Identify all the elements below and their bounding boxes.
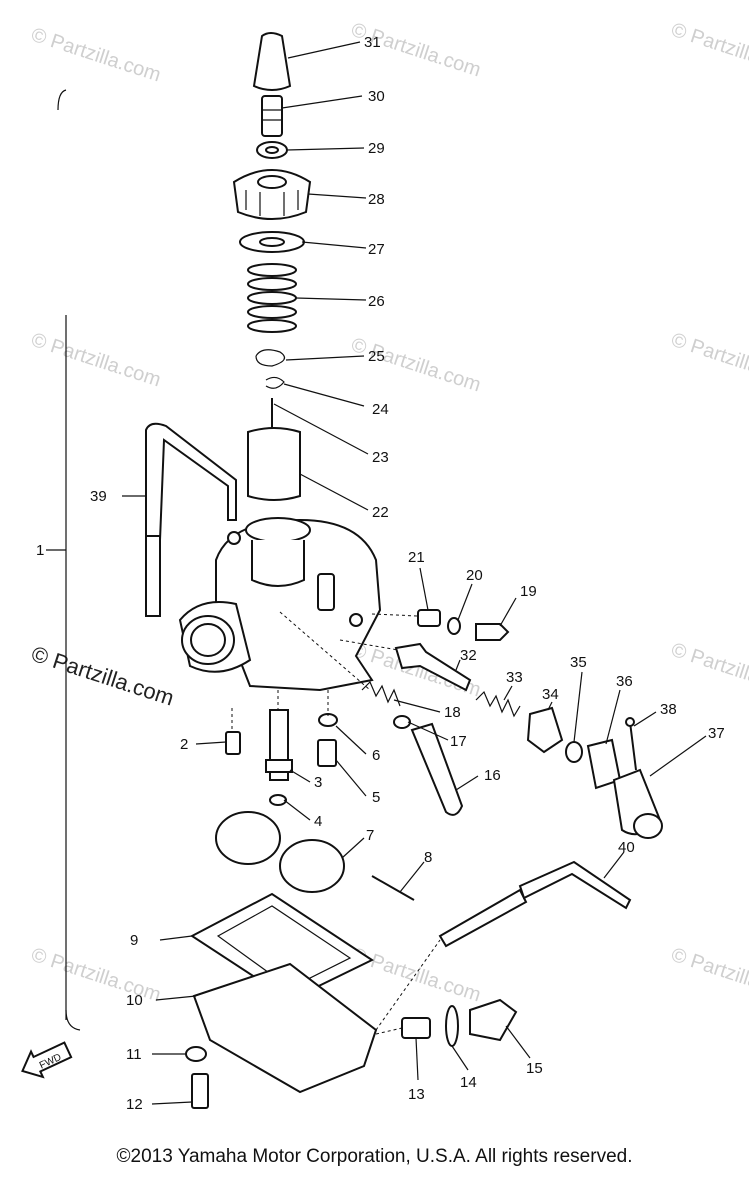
part-40-hose [438, 860, 632, 948]
watermark: © Partzilla.com [348, 334, 483, 397]
callout-26: 26 [368, 293, 385, 310]
callout-16: 16 [484, 767, 501, 784]
callout-31: 31 [364, 34, 381, 51]
assembly-bracket: 1 [36, 89, 81, 1031]
watermark: © Partzilla.com [348, 944, 483, 1007]
callout-37: 37 [708, 725, 725, 742]
part-28-top-cap [232, 169, 312, 220]
callout-labels: 31 30 29 28 27 26 25 24 23 22 39 21 20 1… [90, 34, 725, 1113]
callout-5: 5 [372, 789, 380, 806]
part-32-throttle-screw [394, 642, 472, 692]
callout-9: 9 [130, 932, 138, 949]
part-17-o-ring [393, 715, 411, 729]
callout-20: 20 [466, 567, 483, 584]
callout-18: 18 [444, 704, 461, 721]
part-14-washer [445, 1005, 459, 1047]
callout-25: 25 [368, 348, 385, 365]
callout-3: 3 [314, 774, 322, 791]
callout-17: 17 [450, 733, 467, 750]
watermark: © Partzilla.com [668, 19, 749, 82]
callout-33: 33 [506, 669, 523, 686]
part-35-ring [565, 741, 583, 763]
watermark: © Partzilla.com [668, 639, 749, 702]
assembly-label: 1 [36, 542, 44, 559]
part-29-nut [256, 141, 288, 159]
callout-11: 11 [126, 1046, 142, 1063]
callout-30: 30 [368, 88, 385, 105]
part-18-spring [361, 680, 401, 707]
callout-35: 35 [570, 654, 587, 671]
watermark: © Partzilla.com [28, 944, 163, 1007]
callout-23: 23 [372, 449, 389, 466]
watermark: © Partzilla.com [28, 329, 163, 392]
callout-36: 36 [616, 673, 633, 690]
part-24-clip [265, 376, 285, 389]
watermark: © Partzilla.com [28, 24, 163, 87]
connector-lines [231, 611, 441, 1035]
part-10-float-bowl [192, 962, 378, 1094]
part-25-clip [255, 349, 286, 367]
callout-13: 13 [408, 1086, 425, 1103]
callout-38: 38 [660, 701, 677, 718]
part-16-screw [410, 722, 464, 816]
part-37-cap [612, 768, 663, 839]
part-8-pin [371, 875, 415, 901]
callout-10: 10 [126, 992, 143, 1009]
callout-7: 7 [366, 827, 374, 844]
watermark: © Partzilla.com [668, 944, 749, 1007]
callout-27: 27 [368, 241, 385, 258]
part-2-plug [225, 731, 241, 755]
part-34-plunger [526, 706, 564, 754]
fwd-arrow: FWD [21, 1041, 73, 1079]
part-38-pin [625, 717, 637, 771]
carburetor-body [178, 517, 382, 692]
callout-28: 28 [368, 191, 385, 208]
primary-watermark: © Partzilla.com [28, 641, 177, 711]
callout-24: 24 [372, 401, 389, 418]
callout-6: 6 [372, 747, 380, 764]
part-12-bolt [191, 1073, 209, 1109]
part-20-o-ring [447, 617, 461, 635]
callout-12: 12 [126, 1096, 143, 1113]
callout-14: 14 [460, 1074, 477, 1091]
callout-21: 21 [408, 549, 425, 566]
callout-32: 32 [460, 647, 477, 664]
part-11-nut [185, 1046, 207, 1062]
part-13-bolt [401, 1017, 431, 1039]
part-39-hose [145, 422, 237, 617]
part-26-spring [247, 263, 297, 333]
part-3-jet-holder [265, 709, 293, 781]
watermark: © Partzilla.com [668, 329, 749, 392]
part-4-ring [269, 794, 287, 806]
part-33-spring [475, 690, 521, 718]
leader-lines [122, 41, 707, 1105]
part-19-screw [475, 623, 510, 641]
part-22-throttle-valve [247, 427, 301, 501]
callout-34: 34 [542, 686, 559, 703]
part-15-valve [469, 998, 518, 1042]
part-5-jet [317, 739, 337, 767]
callout-22: 22 [372, 504, 389, 521]
callout-15: 15 [526, 1060, 543, 1077]
watermarks: © Partzilla.com © Partzilla.com © Partzi… [28, 19, 749, 1007]
part-30-adjuster [261, 95, 283, 137]
part-21-screw [417, 609, 441, 627]
copyright-notice: ©2013 Yamaha Motor Corporation, U.S.A. A… [116, 1146, 633, 1167]
part-31-cap [252, 32, 292, 91]
callout-4: 4 [314, 813, 322, 830]
callout-39: 39 [90, 488, 107, 505]
callout-8: 8 [424, 849, 432, 866]
callout-2: 2 [180, 736, 188, 753]
callout-40: 40 [618, 839, 635, 856]
callout-19: 19 [520, 583, 537, 600]
callout-29: 29 [368, 140, 385, 157]
part-27-gasket [239, 231, 305, 253]
part-7-float [215, 811, 345, 893]
